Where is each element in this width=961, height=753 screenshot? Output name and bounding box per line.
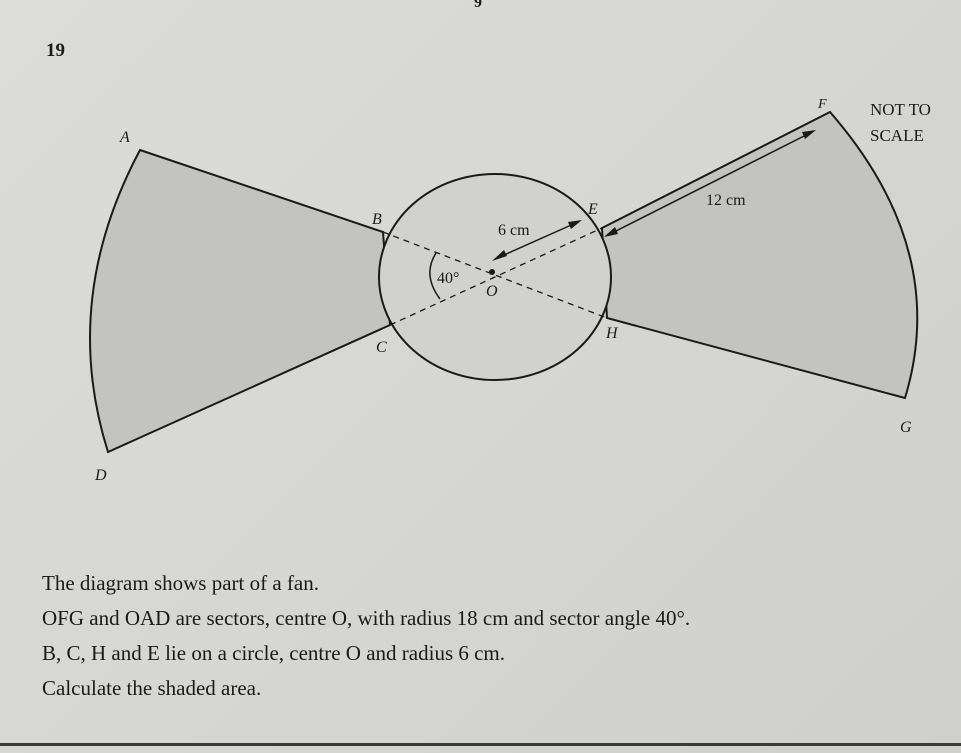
label-angle: 40° <box>437 270 459 287</box>
arrowhead-icon <box>604 227 618 237</box>
sector-ofg <box>600 110 919 400</box>
dashed-line-bh <box>382 231 608 319</box>
arrow-12cm <box>607 131 813 236</box>
sector-oad <box>89 148 392 454</box>
arrowhead-icon <box>492 250 507 261</box>
label-d: D <box>94 467 107 484</box>
arrowhead-icon <box>568 220 582 229</box>
label-o: O <box>486 283 498 300</box>
question-line-3: B, C, H and E lie on a circle, centre O … <box>42 641 506 665</box>
question-number: 19 <box>46 40 65 61</box>
label-e: E <box>587 201 598 218</box>
label-a: A <box>119 129 130 146</box>
label-h: H <box>605 325 619 342</box>
fan-diagram: A B C D E F G H O 6 cm 12 cm 40° NOT TO … <box>89 97 931 484</box>
page-number: 9 <box>474 0 482 11</box>
label-12cm: 12 cm <box>706 192 746 209</box>
question-line-2: OFG and OAD are sectors, centre O, with … <box>42 606 691 630</box>
label-c: C <box>376 339 387 356</box>
arrow-6cm <box>494 221 579 260</box>
dashed-line-ce <box>389 227 603 326</box>
label-b: B <box>372 211 382 228</box>
angle-arc <box>429 252 441 300</box>
arrowhead-icon <box>802 130 816 139</box>
label-f: F <box>817 97 827 112</box>
not-to-scale-line2: SCALE <box>870 126 924 145</box>
question-line-1: The diagram shows part of a fan. <box>42 571 319 595</box>
question-line-4: Calculate the shaded area. <box>42 676 262 700</box>
centre-point-o <box>489 269 495 275</box>
label-g: G <box>900 419 912 436</box>
page-edge <box>0 743 961 746</box>
label-6cm: 6 cm <box>498 222 530 239</box>
not-to-scale-line1: NOT TO <box>870 100 931 119</box>
